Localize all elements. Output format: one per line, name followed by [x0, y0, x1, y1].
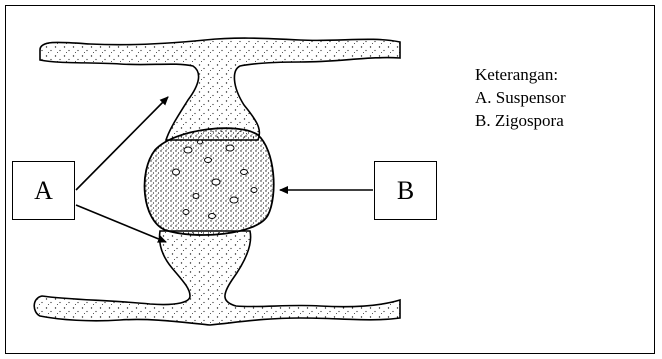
label-a-text: A [34, 176, 53, 206]
legend: Keterangan: A. Suspensor B. Zigospora [475, 63, 566, 132]
legend-item-a: A. Suspensor [475, 86, 566, 109]
lower-hypha [34, 231, 400, 325]
upper-hypha [40, 38, 400, 140]
zygospore [145, 128, 274, 235]
legend-item-b: B. Zigospora [475, 109, 566, 132]
legend-title: Keterangan: [475, 63, 566, 86]
label-b: B [374, 161, 437, 220]
label-a: A [12, 161, 75, 220]
label-b-text: B [397, 176, 414, 206]
